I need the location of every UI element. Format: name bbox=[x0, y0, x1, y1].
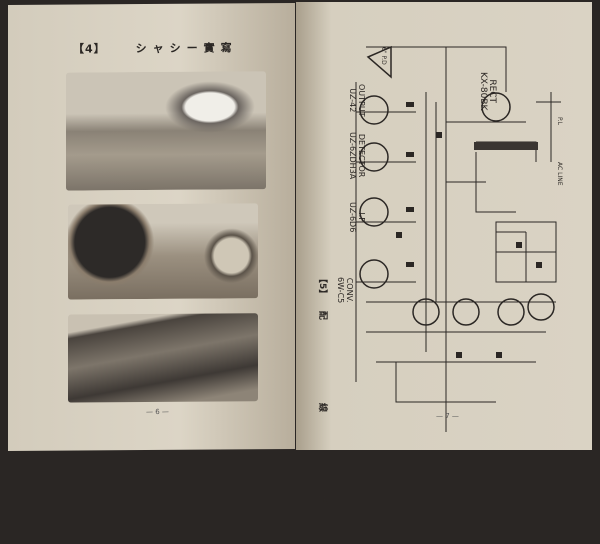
detector-tube-symbol bbox=[359, 142, 389, 172]
speaker-label: 6" P.D bbox=[380, 47, 387, 65]
left-page: 【4】 シャシー實寫 — 6 — bbox=[8, 2, 295, 452]
ac-line-label: AC LINE bbox=[556, 162, 563, 186]
tube-label-rect: RECT KX-80BK bbox=[478, 72, 497, 111]
circuit-diagram bbox=[355, 45, 561, 432]
speaker-icon bbox=[366, 45, 392, 79]
tube-label-if: I.F UZ-6D6 bbox=[348, 202, 366, 233]
chassis-underside-photo bbox=[68, 313, 258, 403]
conv-tube-symbol bbox=[359, 259, 389, 289]
if-tube-symbol bbox=[359, 197, 389, 227]
right-page: 【5】 配 線 圖 bbox=[296, 2, 592, 544]
section-title-text: シャシー實寫 bbox=[135, 41, 238, 56]
output-tube-symbol bbox=[359, 95, 389, 125]
chassis-front-photo bbox=[68, 203, 258, 300]
tube-label-conv: CONV. 6W-C5 bbox=[336, 277, 354, 304]
rect-tube-symbol bbox=[481, 92, 511, 122]
tube-label-detector: DETECTOR UZ-6ZDH3A bbox=[348, 132, 366, 180]
tube-label-output: OUTPUT UZ-42 bbox=[348, 84, 366, 117]
chassis-rear-photo bbox=[66, 71, 266, 191]
page-number: — 6 — bbox=[146, 407, 169, 417]
power-transformer bbox=[474, 142, 538, 150]
pilot-lamp-label: P.L bbox=[556, 117, 563, 125]
page-number: — 7 — bbox=[436, 412, 459, 420]
section-title: 【4】 シャシー實寫 bbox=[73, 39, 238, 56]
section-number: 【4】 bbox=[73, 42, 106, 56]
